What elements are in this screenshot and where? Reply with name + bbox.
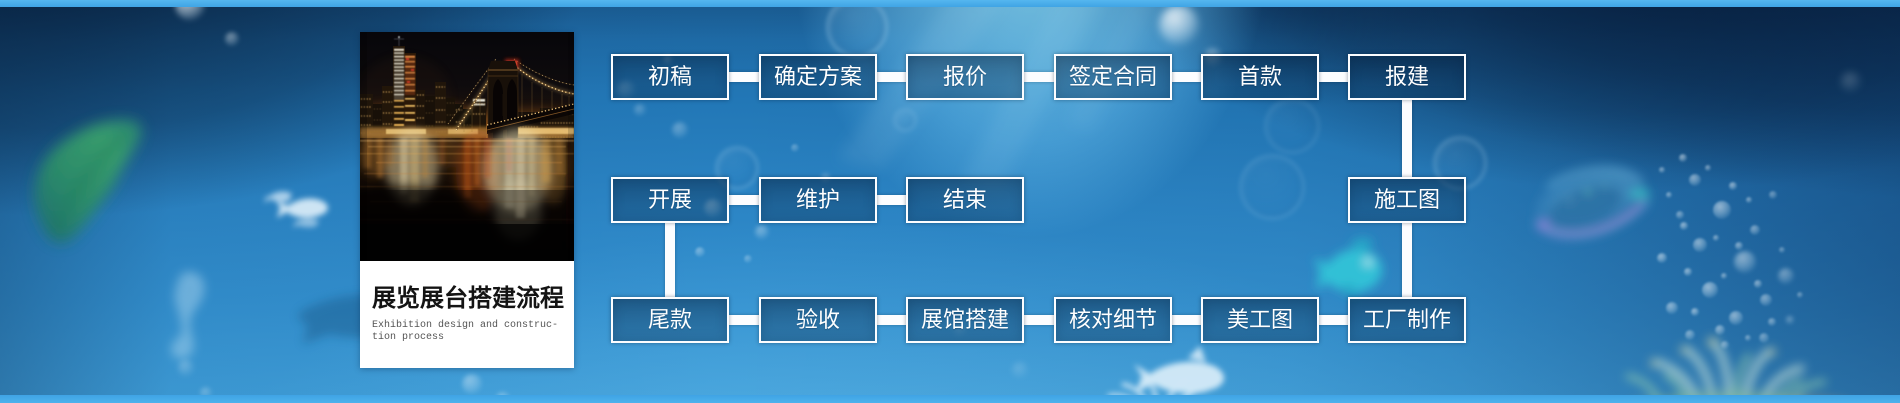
flow-box-draft: 初稿 <box>611 54 729 100</box>
bubble-dot <box>1693 238 1707 252</box>
flow-connector-artwork-factory-production <box>1319 315 1348 325</box>
flow-box-permit-filing: 报建 <box>1348 54 1466 100</box>
flow-connector-construction-drawing-factory-production <box>1402 223 1412 297</box>
teal-fish-decoration <box>1314 237 1383 297</box>
bubble-dot <box>1705 165 1711 171</box>
bubble-dot <box>672 122 688 138</box>
bubble-dot <box>1746 197 1752 203</box>
bubble-dot <box>1750 225 1760 235</box>
bubble-dot <box>1779 247 1785 253</box>
flow-connector-first-payment-permit-filing <box>1319 72 1348 82</box>
bubble-dot <box>1676 211 1684 219</box>
flow-connector-quotation-sign-contract <box>1024 72 1054 82</box>
flow-connector-detail-check-artwork <box>1172 315 1201 325</box>
card-subtitle: Exhibition design and construc-tion proc… <box>372 320 563 344</box>
bubble-dot <box>1666 192 1672 198</box>
bubble-dot <box>1754 280 1762 288</box>
bubble-dot <box>1735 242 1743 250</box>
bubble-dot <box>1759 333 1769 343</box>
bubble-ring <box>715 146 759 190</box>
seahorse-decoration <box>171 271 205 360</box>
card-title: 展览展台搭建流程 <box>372 285 564 312</box>
bottom-accent-strip <box>0 395 1900 403</box>
bubble-dot <box>1159 5 1199 45</box>
coral-decoration <box>1625 337 1851 403</box>
flow-connector-opening-final-payment <box>665 223 675 297</box>
bubble-dot <box>791 144 799 152</box>
jellyfish-decoration <box>1532 164 1652 239</box>
white-fish-left <box>264 191 328 228</box>
bubble-dot <box>1657 253 1667 263</box>
bubble-dot <box>1734 251 1756 273</box>
bubble-dot <box>1745 335 1751 341</box>
flow-box-sign-contract: 签定合同 <box>1054 54 1172 100</box>
flow-box-booth-construction: 展馆搭建 <box>906 297 1024 343</box>
flow-connector-sign-contract-first-payment <box>1172 72 1201 82</box>
bubble-dot <box>1721 273 1727 279</box>
flow-box-confirm-plan: 确定方案 <box>759 54 877 100</box>
bubble-dot <box>1729 311 1743 325</box>
bubble-dot <box>1659 167 1665 173</box>
flow-box-quotation: 报价 <box>906 54 1024 100</box>
bubble-dot <box>695 247 705 257</box>
bubble-dot <box>1713 235 1719 241</box>
flow-box-final-payment: 尾款 <box>611 297 729 343</box>
bubble-dot <box>1713 201 1731 219</box>
bubble-dot <box>1786 316 1794 324</box>
flow-connector-booth-construction-detail-check <box>1024 315 1054 325</box>
bubble-ring <box>893 108 917 132</box>
bubble-dot <box>1684 268 1692 276</box>
flow-box-detail-check: 核对细节 <box>1054 297 1172 343</box>
flow-box-opening: 开展 <box>611 177 729 223</box>
bubble-dot <box>755 225 769 239</box>
card-subtitle-line2: tion process <box>372 332 445 343</box>
bubble-ring <box>1239 154 1305 220</box>
bubble-dot <box>1729 182 1737 190</box>
bubble-dot <box>1702 282 1718 298</box>
flow-box-construction-drawing: 施工图 <box>1348 177 1466 223</box>
flow-connector-opening-maintenance <box>729 195 759 205</box>
bubble-dot <box>462 374 482 394</box>
bubble-ring <box>1264 98 1320 154</box>
bubble-dot <box>178 360 194 376</box>
bubble-dot <box>1691 308 1699 316</box>
bubble-dot <box>1679 154 1687 162</box>
flow-connector-confirm-plan-quotation <box>877 72 906 82</box>
bubble-dot <box>1666 302 1678 314</box>
bubble-dot <box>634 104 646 116</box>
bubble-dot <box>1760 294 1772 306</box>
bubble-dot <box>1689 174 1701 186</box>
bubble-dot <box>1680 222 1688 230</box>
card-subtitle-line1: Exhibition design and construc- <box>372 320 559 331</box>
flow-box-acceptance: 验收 <box>759 297 877 343</box>
bubble-dot <box>1778 268 1794 284</box>
bubble-dot <box>1841 72 1861 92</box>
flow-box-factory-production: 工厂制作 <box>1348 297 1466 343</box>
bubble-dot <box>1715 325 1725 335</box>
flow-connector-permit-filing-construction-drawing <box>1402 100 1412 177</box>
flow-connector-maintenance-finish <box>877 195 906 205</box>
bubble-dot <box>1768 318 1776 326</box>
bubble-dot <box>744 255 752 263</box>
leaf-decoration <box>34 120 142 244</box>
flow-box-finish: 结束 <box>906 177 1024 223</box>
flow-box-maintenance: 维护 <box>759 177 877 223</box>
flow-connector-acceptance-booth-construction <box>877 315 906 325</box>
bubble-dot <box>225 32 239 46</box>
bubble-dot <box>1685 330 1695 340</box>
flow-box-first-payment: 首款 <box>1201 54 1319 100</box>
city-night-photo <box>360 32 574 261</box>
bubble-dot <box>1012 362 1028 378</box>
flow-connector-draft-confirm-plan <box>729 72 759 82</box>
flow-connector-final-payment-acceptance <box>729 315 759 325</box>
bubble-dot <box>1797 292 1803 298</box>
process-intro-card: 展览展台搭建流程 Exhibition design and construc-… <box>360 32 574 368</box>
bubble-dot <box>1769 191 1777 199</box>
flow-box-artwork: 美工图 <box>1201 297 1319 343</box>
card-text-block: 展览展台搭建流程 Exhibition design and construc-… <box>360 261 574 344</box>
bubble-dot <box>1721 341 1729 349</box>
top-accent-strip <box>0 0 1900 7</box>
